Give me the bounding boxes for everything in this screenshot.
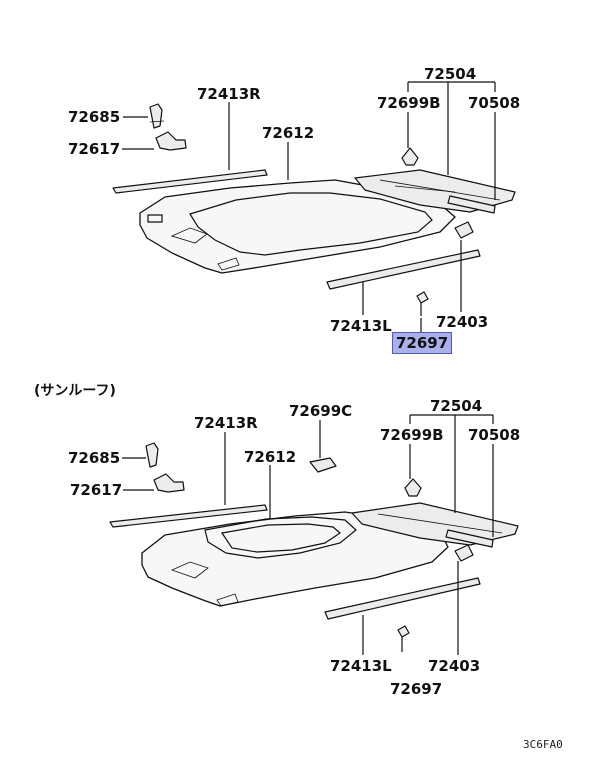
clip-72685 (149, 103, 165, 129)
label-72685: 72685 (68, 108, 121, 126)
molding-72413l-sunroof (324, 577, 481, 620)
label-70508-sunroof: 70508 (468, 426, 521, 444)
label-72617: 72617 (68, 140, 121, 158)
fastener-72699b (401, 147, 419, 166)
label-72612-sunroof: 72612 (244, 448, 297, 466)
label-72413r-sunroof: 72413R (194, 414, 258, 432)
label-72504-sunroof: 72504 (430, 397, 483, 415)
label-72697-highlighted: 72697 (392, 332, 453, 354)
label-72413r: 72413R (197, 85, 261, 103)
sunroof-group-drawing (109, 414, 519, 655)
label-72617-sunroof: 72617 (70, 481, 123, 499)
clip-72617-sunroof (153, 473, 185, 493)
label-72413l-sunroof: 72413L (330, 657, 392, 675)
headliner-72612-sunroof (141, 511, 449, 607)
molding-72413l (326, 249, 481, 290)
label-72685-sunroof: 72685 (68, 449, 121, 467)
fastener-72699b-sunroof (404, 478, 422, 497)
clip-72685-sunroof (145, 442, 159, 468)
top-group-drawing (112, 81, 516, 332)
pad-72504-sunroof (351, 502, 519, 548)
screw-72697-sunroof (397, 625, 410, 652)
sunroof-leader-lines (122, 414, 494, 655)
top-leader-lines (122, 81, 496, 332)
clip-72403-sunroof (454, 544, 474, 562)
label-72697-sunroof: 72697 (390, 680, 443, 698)
label-72413l: 72413L (330, 317, 392, 335)
label-72699b: 72699B (377, 94, 441, 112)
clip-72617 (155, 131, 187, 151)
label-72403-sunroof: 72403 (428, 657, 481, 675)
label-70508: 70508 (468, 94, 521, 112)
label-72403: 72403 (436, 313, 489, 331)
label-72699b-sunroof: 72699B (380, 426, 444, 444)
molding-72413r (112, 169, 268, 194)
screw-72697 (416, 291, 429, 316)
headliner-72612 (139, 179, 456, 274)
clip-72699c (309, 457, 337, 473)
pad-72504 (354, 169, 516, 214)
clip-72403 (454, 221, 474, 239)
label-72699c: 72699C (289, 402, 353, 420)
label-72612: 72612 (262, 124, 315, 142)
diagram-code: 3C6FA0 (523, 738, 563, 751)
sunroof-section-title: (サンルーフ) (34, 383, 116, 399)
label-72504: 72504 (424, 65, 477, 83)
molding-72413r-sunroof (109, 504, 268, 528)
